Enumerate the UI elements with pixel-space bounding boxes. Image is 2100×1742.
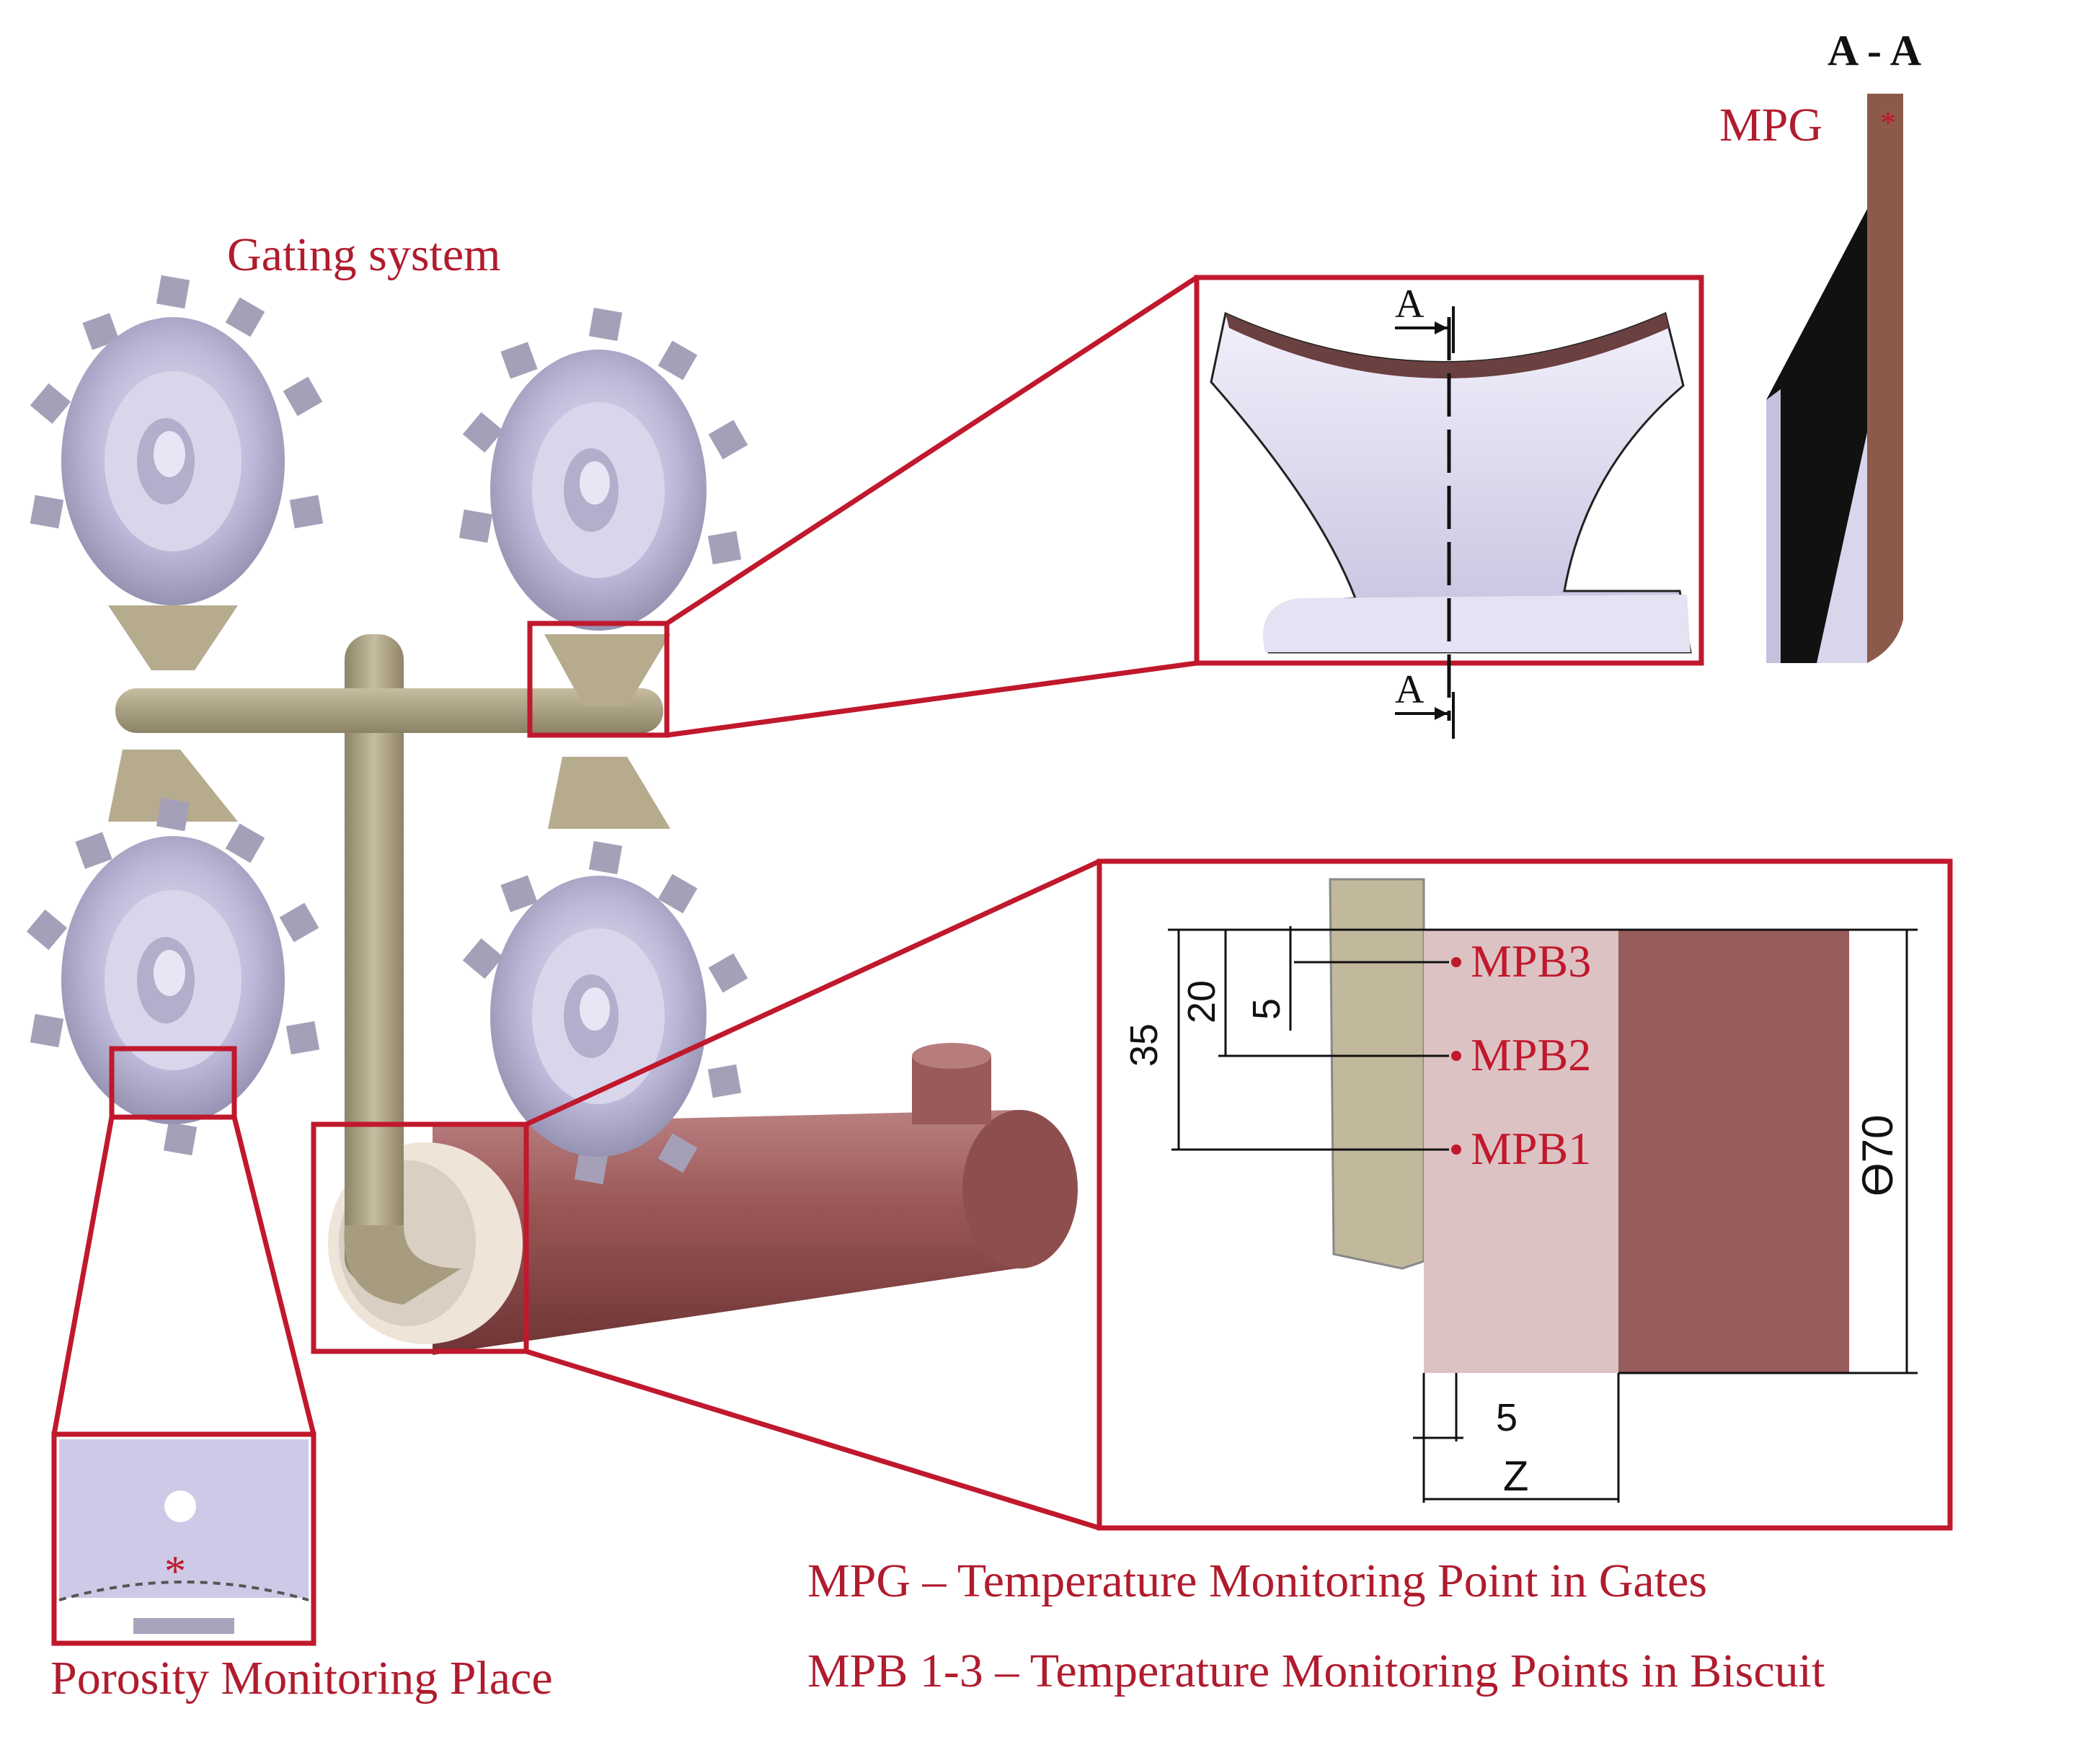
section-label: A - A — [1827, 27, 1921, 74]
cut-marker-bottom — [1395, 692, 1455, 739]
casting-disc-top-right — [458, 307, 748, 631]
gate-leader-top — [665, 275, 1198, 626]
cut-marker-bottom-label: A — [1395, 667, 1425, 712]
mpb2-label: MPB2 — [1471, 1029, 1591, 1080]
gate-callout-box — [527, 621, 670, 738]
biscuit-callout-box — [311, 1121, 529, 1354]
biscuit-leader-bottom — [525, 1348, 1101, 1531]
cut-marker-top — [1395, 306, 1455, 353]
biscuit-leader-top — [525, 858, 1101, 1127]
section-view — [1766, 94, 1903, 663]
porosity-detail-panel — [51, 1431, 316, 1646]
casting-disc-bottom-left — [26, 797, 320, 1156]
porosity-marker: * — [164, 1547, 186, 1595]
mpg-marker: * — [1880, 105, 1896, 141]
dim-5-horizontal: 5 — [1496, 1396, 1518, 1439]
mpg-label: MPG — [1719, 99, 1822, 151]
casting-disc-top-left — [30, 275, 324, 605]
dim-diameter-70: ϴ70 — [1853, 1115, 1902, 1196]
casting-disc-bottom-right — [462, 840, 748, 1185]
cut-marker-top-label: A — [1395, 282, 1425, 326]
runner-system — [108, 605, 670, 1305]
porosity-leader-left — [51, 1116, 115, 1435]
dim-35: 35 — [1122, 1023, 1166, 1067]
dimension-lines — [1168, 926, 1918, 1503]
dim-5-vertical: 5 — [1245, 998, 1288, 1020]
porosity-callout-box — [109, 1046, 237, 1120]
porosity-leader-right — [231, 1116, 316, 1435]
gate-detail-panel — [1194, 275, 1704, 721]
legend-mpg: MPG – Temperature Monitoring Point in Ga… — [807, 1555, 1707, 1607]
gating-system-label: Gating system — [227, 228, 500, 281]
biscuit-detail-panel — [1096, 858, 1953, 1531]
legend-mpb: MPB 1-3 – Temperature Monitoring Points … — [807, 1645, 1825, 1697]
measurement-points — [1451, 957, 1461, 1155]
gate-leader-bottom — [666, 660, 1197, 738]
mpb1-label: MPB1 — [1471, 1123, 1591, 1174]
dim-z: Z — [1503, 1453, 1528, 1500]
mpb3-label: MPB3 — [1471, 936, 1591, 987]
dim-20: 20 — [1180, 980, 1223, 1023]
shot-sleeve — [328, 1043, 1078, 1355]
porosity-label: Porosity Monitoring Place — [50, 1652, 553, 1705]
